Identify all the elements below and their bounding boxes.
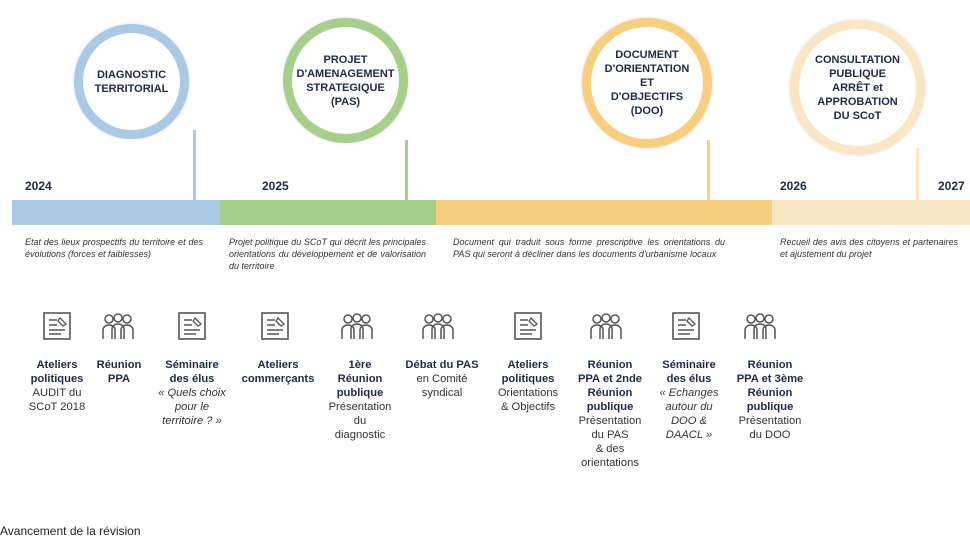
year-label: 2026 xyxy=(780,179,807,193)
step-ateliers-politiques: Ateliers politiques AUDIT du SCoT 2018 xyxy=(20,358,94,414)
step-subtitle: Présentation du DOO xyxy=(738,415,802,441)
step-seminaire-elus: Séminaire des élus « Quels choix pour le… xyxy=(150,358,234,428)
phase-stem xyxy=(193,130,196,200)
timeline-band-pas xyxy=(220,200,436,225)
year-label: 2024 xyxy=(25,179,52,193)
step-subtitle: « Quels choix pour le territoire ? » xyxy=(158,387,226,427)
step-debat-pas: Débat du PAS en Comité syndical xyxy=(399,358,485,400)
phase-circle-pas: PROJET D'AMENAGEMENT STRATEGIQUE (PAS) xyxy=(283,18,408,143)
step-title: Séminaire des élus xyxy=(165,359,219,385)
phase-circle-doo: DOCUMENT D'ORIENTATION ET D'OBJECTIFS (D… xyxy=(582,18,712,148)
phase-label: CONSULTATION PUBLIQUE ARRÊT et APPROBATI… xyxy=(815,53,900,122)
people-icon xyxy=(743,310,777,342)
document-icon xyxy=(669,310,703,342)
step-ateliers-commercants: Ateliers commerçants xyxy=(236,358,320,386)
footer-caption: Avancement de la révision xyxy=(0,524,141,538)
step-subtitle: AUDIT du SCoT 2018 xyxy=(28,387,86,413)
timeline-band-diagnostic xyxy=(12,200,220,225)
step-title: Réunion PPA et 2nde Réunion publique xyxy=(577,359,643,413)
document-icon xyxy=(175,310,209,342)
phase-label: DOCUMENT D'ORIENTATION ET D'OBJECTIFS (D… xyxy=(604,49,690,117)
phase-stem xyxy=(405,140,408,200)
step-title: 1ère Réunion publique xyxy=(336,359,384,399)
people-icon xyxy=(340,310,374,342)
step-reunion-publique-3: Réunion PPA et 3ème Réunion publique Pré… xyxy=(728,358,812,442)
step-subtitle: « Echanges autour du DOO & DAACL » xyxy=(659,387,719,441)
step-title: Séminaire des élus xyxy=(662,359,716,385)
phase-stem xyxy=(707,140,710,200)
document-icon xyxy=(511,310,545,342)
year-label: 2027 xyxy=(938,179,965,193)
phase-description: Document qui traduit sous forme prescrip… xyxy=(453,237,725,259)
step-title: Ateliers commerçants xyxy=(241,359,315,385)
people-icon xyxy=(101,310,135,342)
people-icon xyxy=(421,310,455,342)
step-ateliers-politiques-doo: Ateliers politiques Orientations & Objec… xyxy=(488,358,568,414)
step-seminaire-elus-doo: Séminaire des élus « Echanges autour du … xyxy=(651,358,727,442)
timeline-band-doo xyxy=(436,200,772,225)
step-subtitle: Présentation du diagnostic xyxy=(328,401,392,441)
phase-label: DIAGNOSTIC TERRITORIAL xyxy=(94,68,169,95)
phase-description: Projet politique du SCoT qui décrit les … xyxy=(229,237,426,271)
phase-description: Recueil des avis des citoyens et partena… xyxy=(780,237,958,259)
step-reunion-publique-2: Réunion PPA et 2nde Réunion publique Pré… xyxy=(570,358,650,470)
people-icon xyxy=(589,310,623,342)
year-label: 2025 xyxy=(262,179,289,193)
document-icon xyxy=(258,310,292,342)
document-icon xyxy=(40,310,74,342)
phase-circle-consultation: CONSULTATION PUBLIQUE ARRÊT et APPROBATI… xyxy=(790,20,925,155)
phase-circle-diagnostic: DIAGNOSTIC TERRITORIAL xyxy=(74,24,189,139)
step-title: Ateliers politiques xyxy=(501,359,555,385)
step-title: Ateliers politiques xyxy=(30,359,84,385)
phase-description: Etat des lieux prospectifs du territoire… xyxy=(25,237,203,259)
step-title: Réunion PPA et 3ème Réunion publique xyxy=(736,359,804,413)
step-title: Réunion PPA xyxy=(96,359,142,385)
phase-stem xyxy=(916,148,919,200)
step-reunion-ppa: Réunion PPA xyxy=(94,358,144,386)
timeline-band-consultation xyxy=(772,200,970,225)
step-reunion-publique-1: 1ère Réunion publique Présentation du di… xyxy=(321,358,399,442)
step-subtitle: en Comité syndical xyxy=(416,373,468,399)
step-subtitle: Orientations & Objectifs xyxy=(497,387,559,413)
phase-label: PROJET D'AMENAGEMENT STRATEGIQUE (PAS) xyxy=(296,53,395,108)
step-title: Débat du PAS xyxy=(405,359,479,371)
step-subtitle: Présentation du PAS & des orientations xyxy=(578,415,642,469)
